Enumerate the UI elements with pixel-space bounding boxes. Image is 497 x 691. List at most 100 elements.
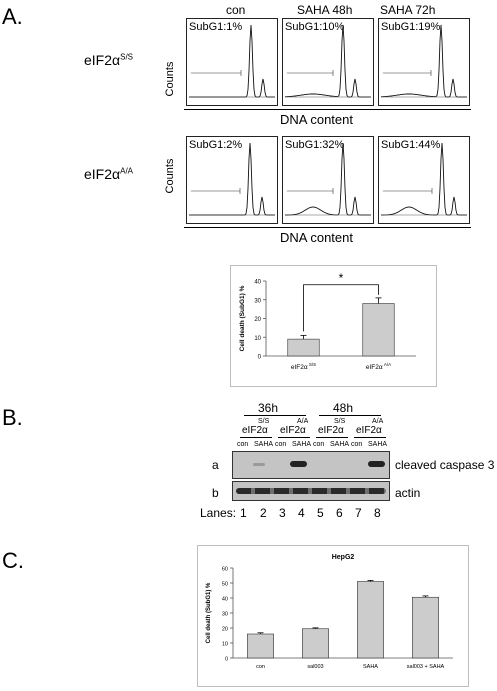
geno-label-4: eIF2α (356, 425, 382, 436)
western-header: 36h 48h (235, 400, 385, 440)
row-label-ss: eIF2αS/S (84, 52, 133, 68)
blot-row-b-name: actin (395, 486, 421, 500)
blot-row-b-letter: b (212, 486, 219, 500)
histogram-aa-saha48-plot (285, 142, 371, 216)
significance-bracket (303, 284, 379, 332)
band-lane-8-a (368, 461, 385, 467)
category-label: SAHA (363, 664, 378, 670)
dna-content-label-ss: DNA content (280, 112, 353, 127)
row-label-ss-sup: S/S (120, 52, 134, 62)
y-tick-label: 0 (258, 355, 262, 361)
treatment-lane-3: con (275, 441, 287, 448)
bar (412, 596, 440, 659)
histogram-ss-saha72: SubG1:19% (378, 18, 470, 106)
y-tick-label: 40 (254, 280, 261, 286)
blot-cleaved-caspase3 (232, 451, 390, 479)
lane-number-4: 4 (298, 506, 305, 520)
geno-sup-3: S/S (334, 418, 346, 425)
histogram-trace (381, 142, 467, 216)
histogram-aa-saha72-plot (381, 142, 467, 216)
geno-bracket-4 (354, 437, 386, 438)
treatment-lane-7: con (351, 441, 363, 448)
histogram-ss-saha48-plot (284, 24, 371, 98)
category-label: sal003 + SAHA (407, 664, 445, 670)
lane-number-2: 2 (260, 506, 267, 520)
histogram-trace (189, 142, 275, 216)
geno-label-2: eIF2α (280, 425, 306, 436)
y-axis-label: Cell death (SubG1) % (239, 285, 246, 351)
y-tick-label: 20 (222, 627, 228, 633)
y-tick-label: 60 (222, 567, 228, 573)
histogram-ss-con-plot (189, 24, 275, 98)
col-header-saha72: SAHA 72h (380, 3, 436, 17)
category-label: con (256, 664, 265, 670)
subg1-aa-saha48: SubG1:32% (285, 139, 345, 151)
time-label-48h: 48h (333, 401, 354, 415)
y-tick-label: 20 (254, 317, 261, 323)
y-tick-label: 10 (254, 336, 261, 342)
category-label: eIF2α A/A (366, 362, 391, 371)
x-axis-line-ss (184, 109, 471, 110)
histogram-aa-saha48: SubG1:32% (282, 136, 374, 224)
y-axis-label: Cell death (SubG1) % (206, 582, 212, 643)
geno-bracket-3 (316, 437, 348, 438)
panel-b-label: B. (2, 405, 23, 430)
treatment-lane-6: SAHA (330, 441, 350, 448)
blot-row-a-name: cleaved caspase 3 (395, 458, 495, 472)
bar (362, 303, 395, 357)
treatment-lane-1: con (237, 441, 249, 448)
significance-star: * (339, 271, 344, 285)
geno-label-3: eIF2α (318, 425, 344, 436)
time-bracket-48h (319, 415, 381, 416)
band-lane-2-a (253, 463, 265, 466)
time-label-36h: 36h (258, 401, 279, 415)
geno-sup-2: A/A (297, 418, 309, 425)
histogram-aa-con: SubG1:2% (186, 136, 278, 224)
bar (287, 338, 320, 357)
treatment-lane-8: SAHA (368, 441, 388, 448)
subg1-aa-con: SubG1:2% (189, 139, 243, 151)
y-tick-label: 0 (225, 657, 228, 663)
histogram-ss-con: SubG1:1% (186, 18, 278, 106)
y-tick-label: 30 (222, 612, 228, 618)
histogram-trace (189, 24, 275, 98)
x-axis-line-aa (184, 227, 471, 228)
histogram-trace (380, 24, 467, 98)
category-label: eIF2α S/S (291, 362, 316, 371)
y-tick-label: 10 (222, 642, 228, 648)
geno-bracket-1 (240, 437, 272, 438)
treatment-lane-4: SAHA (292, 441, 312, 448)
histogram-aa-saha72: SubG1:44% (378, 136, 470, 224)
dna-content-label-aa: DNA content (280, 230, 353, 245)
counts-text-ss: Counts (164, 61, 176, 97)
chart-title: HepG2 (332, 554, 355, 561)
subg1-ss-con: SubG1:1% (189, 21, 243, 33)
panel-a-label: A. (2, 4, 23, 29)
subg1-ss-saha72: SubG1:19% (381, 21, 441, 33)
geno-bracket-2 (278, 437, 310, 438)
histogram-trace (285, 142, 371, 216)
row-label-ss-text: eIF2α (84, 52, 121, 68)
time-bracket-36h (244, 415, 306, 416)
panel-c-label: C. (2, 548, 24, 573)
band-lane-4-a (290, 461, 307, 467)
col-header-con: con (226, 3, 246, 17)
y-tick-label: 40 (222, 597, 228, 603)
row-label-aa-sup: A/A (120, 166, 134, 176)
bar (357, 581, 385, 659)
bar (302, 628, 330, 659)
lane-number-5: 5 (317, 506, 324, 520)
treatment-lane-2: SAHA (254, 441, 274, 448)
histogram-trace (284, 24, 371, 98)
counts-text-aa: Counts (164, 158, 176, 194)
category-label: sal003 (307, 664, 323, 670)
geno-sup-1: S/S (258, 418, 270, 425)
geno-label-1: eIF2α (242, 425, 268, 436)
subg1-aa-saha72: SubG1:44% (381, 139, 441, 151)
lanes-label: Lanes: (200, 506, 237, 520)
lane-number-7: 7 (355, 506, 362, 520)
